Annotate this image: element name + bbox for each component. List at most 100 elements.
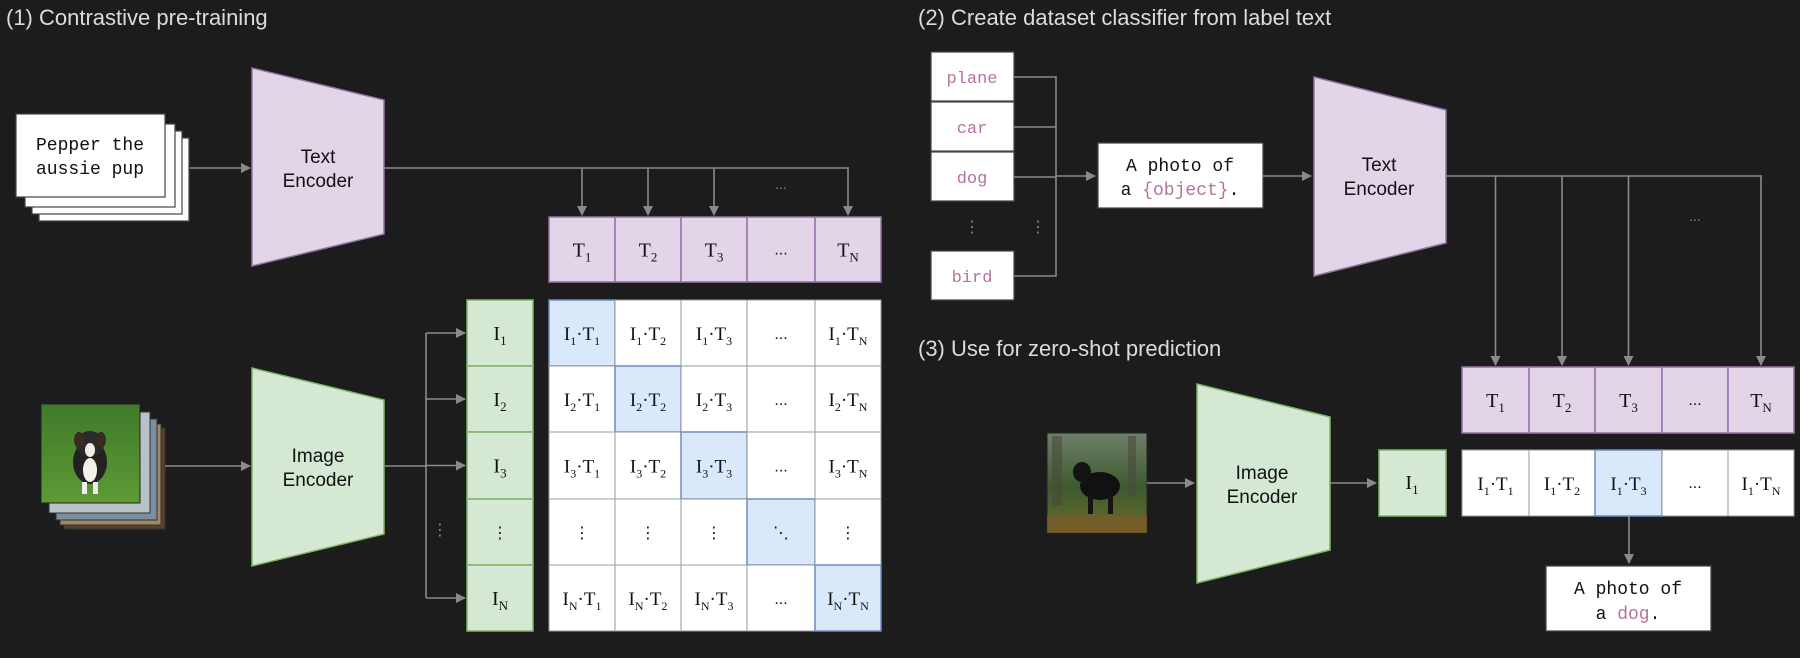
text-encoder-2-label1: Text — [1362, 155, 1398, 176]
matrix-cell-label: ... — [774, 392, 787, 409]
image-token-label: ⋮ — [492, 525, 508, 542]
image-token-arrows — [426, 328, 466, 603]
text-token-label: T3 — [705, 240, 724, 265]
matrix-cell-label: ... — [774, 459, 787, 476]
matrix-cell: ... — [746, 564, 816, 632]
text-encoder-2: Text Encoder — [1313, 76, 1447, 277]
matrix-cell-label: IN·T1 — [563, 589, 602, 613]
text-encoder-1: Text Encoder — [251, 67, 385, 267]
image-token-label: I2 — [493, 389, 506, 414]
result-line1: A photo of — [1574, 580, 1682, 600]
class-token-cell: T1 — [1461, 366, 1530, 434]
matrix-cell: ⋮ — [680, 498, 748, 566]
label-plane: plane — [930, 51, 1015, 102]
class-token-label: T1 — [1486, 390, 1505, 415]
matrix-cell: ... — [746, 365, 816, 433]
prediction-cell-label: I1·TN — [1742, 474, 1781, 498]
matrix-cell-label: I2·T1 — [564, 390, 600, 414]
text-token-arrows — [577, 168, 853, 216]
class-token-cell: T2 — [1528, 366, 1596, 434]
matrix-cell: I1·T3 — [680, 299, 748, 367]
matrix-cell-label: ⋮ — [840, 525, 856, 542]
matrix-cell: I3·T1 — [548, 431, 616, 500]
label-dog: dog — [930, 151, 1015, 202]
result-word: dog — [1617, 605, 1649, 625]
section3-heading: (3) Use for zero-shot prediction — [918, 336, 1221, 361]
text-encoder-1-label1: Text — [301, 147, 337, 168]
puppy-photo — [73, 431, 107, 494]
matrix-cell-diagonal: I2·T2 — [614, 365, 682, 433]
matrix-cell-label: IN·T2 — [629, 589, 668, 613]
image-token-cell: I2 — [466, 365, 534, 433]
text-encoder-2-label2: Encoder — [1344, 179, 1415, 200]
matrix-cell-diagonal: ⋱ — [746, 498, 816, 566]
matrix-cell: I3·TN — [814, 431, 882, 500]
image-token-label: I3 — [493, 456, 506, 481]
class-token-cell: ... — [1661, 366, 1729, 434]
input-image-stack — [40, 403, 166, 530]
matrix-cell-label: I2·TN — [829, 390, 868, 414]
bracket-vdots: ⋮ — [1030, 219, 1046, 236]
query-image-token: I1 — [1378, 449, 1447, 517]
prediction-result: A photo of a dog. — [1545, 565, 1712, 632]
matrix-cell: ... — [746, 299, 816, 367]
image-token-cell: IN — [466, 564, 534, 632]
dots-left-arrows: ⋮ — [432, 522, 448, 539]
prediction-cell-label: I1·T2 — [1544, 474, 1580, 498]
class-token-label: T3 — [1619, 390, 1638, 415]
matrix-cell-label: I3·T3 — [696, 457, 732, 481]
image-encoder-2: Image Encoder — [1196, 383, 1331, 584]
result-line2: a dog. — [1596, 605, 1661, 625]
matrix-cell-label: I2·T2 — [630, 390, 666, 414]
image-token-cell: I3 — [466, 431, 534, 500]
text-token-cell: TN — [814, 216, 882, 283]
image-encoder-1: Image Encoder — [251, 367, 385, 567]
image-token-label: I1 — [493, 323, 506, 348]
template-line2: a {object}. — [1121, 181, 1240, 201]
matrix-cell-label: I1·T2 — [630, 324, 666, 348]
class-token-row: T1 T2 T3... TN — [1461, 366, 1795, 434]
matrix-cell: IN·T2 — [614, 564, 682, 632]
matrix-cell-label: I3·TN — [829, 457, 868, 481]
image-encoder-2-label2: Encoder — [1227, 487, 1298, 508]
text-token-label: ... — [774, 242, 787, 259]
matrix-cell: ⋮ — [548, 498, 616, 566]
matrix-cell-label: I1·T3 — [696, 324, 732, 348]
image-token-cell: ⋮ — [466, 498, 534, 566]
matrix-cell-label: I3·T2 — [630, 457, 666, 481]
class-token-label: ... — [1688, 392, 1701, 409]
label-car: car — [930, 101, 1015, 152]
matrix-cell: I2·T3 — [680, 365, 748, 433]
label-text: dog — [957, 170, 988, 189]
input-text-stack: Pepper the aussie pup — [15, 113, 190, 222]
matrix-cell-label: I1·T1 — [564, 324, 600, 348]
class-token-cell: T3 — [1594, 366, 1663, 434]
matrix-cell-label: ⋮ — [706, 525, 722, 542]
image-encoder-1-label1: Image — [292, 446, 345, 467]
matrix-cell: I3·T2 — [614, 431, 682, 500]
label-text: car — [957, 120, 988, 139]
text-token-cell: T3 — [680, 216, 748, 283]
input-text-line1: Pepper the — [36, 136, 144, 156]
prediction-cell: I1·T1 — [1461, 449, 1530, 517]
prediction-cell: I1·T2 — [1528, 449, 1596, 517]
query-image-token-label: I1 — [1405, 472, 1418, 497]
matrix-cell: ⋮ — [614, 498, 682, 566]
matrix-cell: I2·TN — [814, 365, 882, 433]
query-dog-photo — [1046, 432, 1148, 534]
class-token-cell: TN — [1727, 366, 1795, 434]
input-text-line2: aussie pup — [36, 160, 144, 180]
template-placeholder: {object} — [1142, 181, 1228, 201]
matrix-cell-label: ⋮ — [640, 525, 656, 542]
class-embedding-arrows — [1490, 176, 1766, 366]
matrix-cell-label: IN·TN — [827, 589, 869, 613]
section1-heading: (1) Contrastive pre-training — [6, 5, 268, 30]
prediction-cell: I1·TN — [1727, 449, 1795, 517]
image-token-label: IN — [492, 588, 509, 613]
matrix-cell-diagonal: IN·TN — [814, 564, 882, 632]
